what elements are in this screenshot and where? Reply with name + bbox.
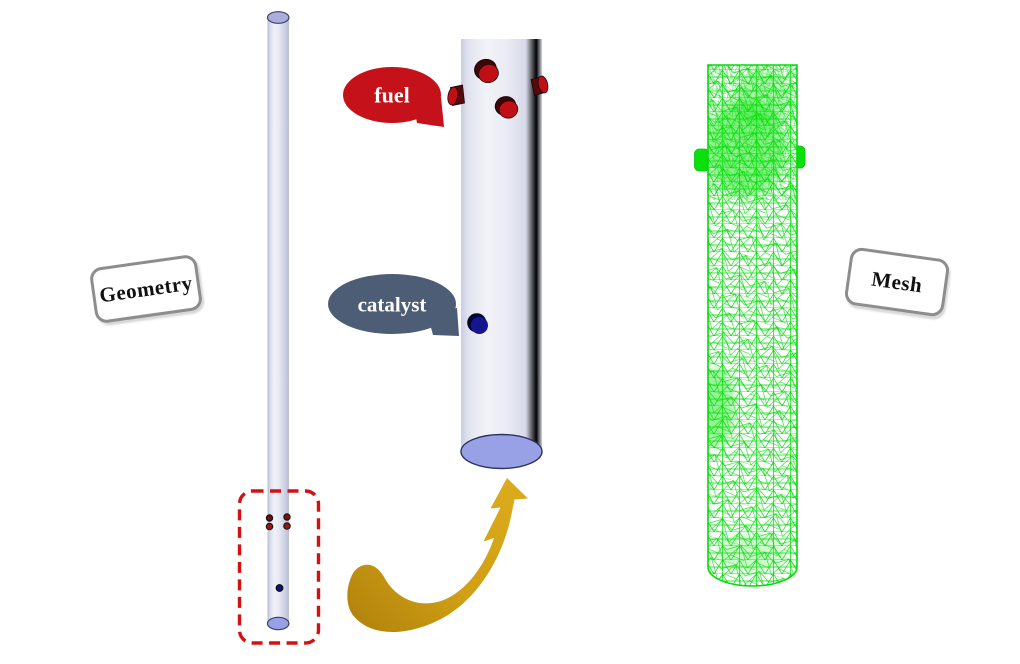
mesh-dense-blob <box>708 368 734 448</box>
small-catalyst-port-dot <box>275 584 284 592</box>
small-fuel-port-dot <box>283 513 291 521</box>
geometry-label-text: Geometry <box>97 270 195 307</box>
fuel-port-left <box>447 84 465 106</box>
fuel-callout-bubble <box>343 67 441 123</box>
fuel-port-right <box>530 75 549 97</box>
mesh-density-patches <box>708 65 797 573</box>
zoom-arrow <box>347 478 528 633</box>
zoom-region-dashed-box <box>237 489 321 645</box>
enlarged-tube-bottom-cap <box>460 433 543 470</box>
catalyst-callout-label: catalyst <box>358 292 427 316</box>
catalyst-port-face <box>470 316 488 334</box>
fuel-port-top <box>474 58 499 84</box>
fuel-port-face <box>537 75 549 94</box>
enlarged-tube-section <box>447 39 549 470</box>
fuel-callout: fuel <box>343 67 444 127</box>
catalyst-callout-bubble <box>328 274 456 334</box>
mesh-dense-blob <box>734 70 790 126</box>
catalyst-callout: catalyst <box>328 274 459 336</box>
small-fuel-port-dot <box>265 522 274 531</box>
thin-tube-top-cap <box>266 11 290 24</box>
mesh-cylinder <box>694 64 806 587</box>
fuel-port-face <box>478 63 499 84</box>
fuel-port-middle <box>494 96 519 119</box>
catalyst-port <box>467 313 488 334</box>
small-fuel-port-dot <box>265 514 274 522</box>
thin-tube-body <box>267 17 289 624</box>
fuel-callout-label: fuel <box>374 83 409 108</box>
mesh-dense-blob <box>715 533 785 573</box>
mesh-outline <box>707 64 798 587</box>
fuel-port-face <box>498 100 519 119</box>
fuel-port-face <box>447 86 459 106</box>
thin-tube <box>265 11 291 631</box>
mesh-label-text: Mesh <box>870 266 924 297</box>
thin-tube-bottom-cap <box>266 616 290 631</box>
small-fuel-port-dot <box>283 522 291 530</box>
